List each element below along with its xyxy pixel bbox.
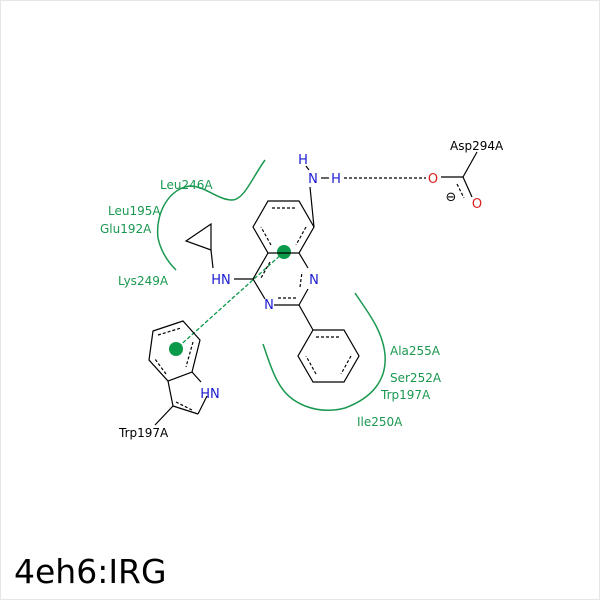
residue-label-ala255: Ala255A xyxy=(390,344,441,358)
structure-caption: 4eh6:IRG xyxy=(14,552,167,591)
phenyl-link-bond xyxy=(298,304,314,331)
amine-h-bond-top xyxy=(305,165,310,171)
residue-label-glu192: Glu192A xyxy=(100,222,152,236)
amine-bond xyxy=(309,186,315,228)
phenyl-ring xyxy=(297,329,360,383)
cyclopropyl-ring xyxy=(184,222,212,251)
ring-centroid-ligand xyxy=(277,245,291,259)
ring-centroid-indole xyxy=(169,342,183,356)
residue-label-trp197-pocket: Trp197A xyxy=(380,388,431,402)
asp294-carboxylate xyxy=(441,151,478,199)
pyrimidine-ring xyxy=(252,252,309,306)
carboxylate-oxygen-top-label: O xyxy=(428,172,438,187)
residue-label-ile250: Ile250A xyxy=(357,415,403,429)
amine-hydrogen-top-label: H xyxy=(298,153,308,168)
residue-label-trp197-side: Trp197A xyxy=(118,426,169,440)
indole-hn-label: HN xyxy=(200,387,220,402)
contact-arc-left xyxy=(156,159,266,271)
residue-label-lys249: Lys249A xyxy=(118,274,169,288)
ring-nitrogen-bottom-label: N xyxy=(264,298,274,313)
contact-arc-right xyxy=(262,292,386,411)
cyclopropyl-link-bond xyxy=(210,249,214,269)
residue-label-ser252: Ser252A xyxy=(390,371,442,385)
amine-hydrogen-right-label: H xyxy=(331,172,341,187)
negative-charge-label: ⊖ xyxy=(446,190,457,205)
amine-nitrogen-label: N xyxy=(308,172,318,187)
indole-ring xyxy=(148,320,208,426)
linker-hn-label: HN xyxy=(211,273,231,288)
ring-nitrogen-right-label: N xyxy=(309,273,319,288)
residue-label-leu246: Leu246A xyxy=(160,178,213,192)
residue-label-asp294: Asp294A xyxy=(450,139,504,153)
residue-label-leu195: Leu195A xyxy=(108,204,161,218)
carboxylate-oxygen-bottom-label: O xyxy=(472,197,482,212)
